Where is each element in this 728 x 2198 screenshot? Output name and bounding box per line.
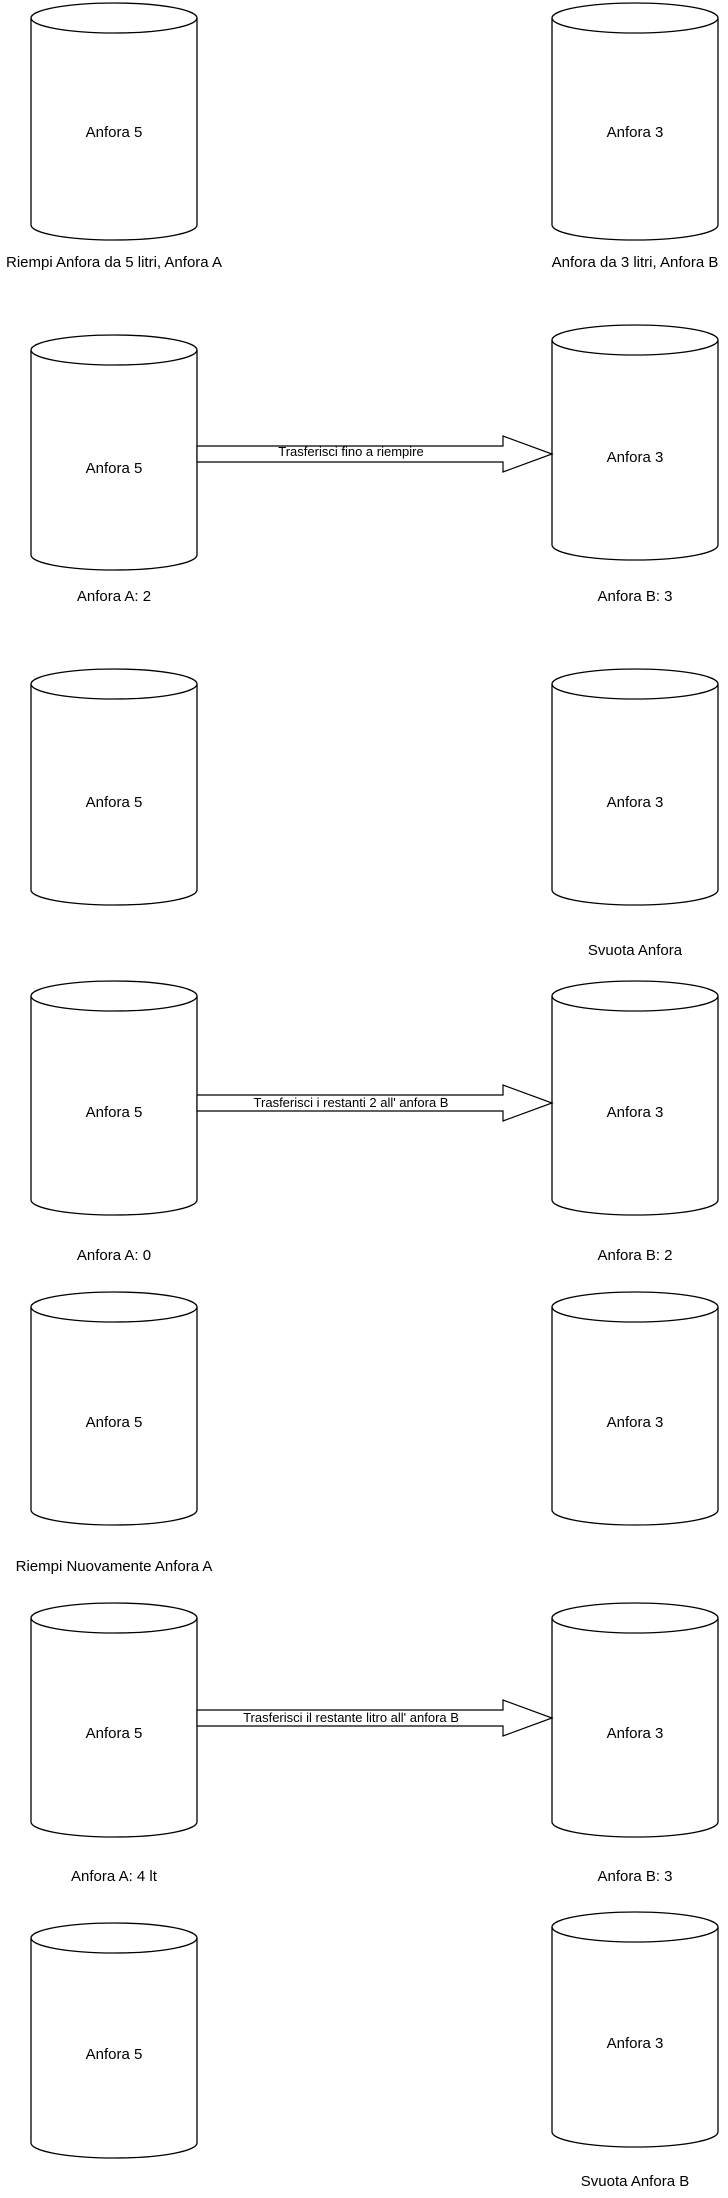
caption-jar-a: Anfora A: 0 [77,1247,151,1264]
jar-a: Anfora 5 [30,668,198,906]
jar-a: Anfora 5 [30,1922,198,2159]
caption-jar-b: Svuota Anfora [588,942,683,959]
arrow-label: Trasferisci fino a riempire [278,444,423,459]
jar-b: Anfora 3 [551,1602,719,1838]
jar-a-label: Anfora 5 [86,794,143,811]
caption-jar-a: Riempi Anfora da 5 litri, Anfora A [6,254,222,271]
jar-a: Anfora 5 [30,1291,198,1526]
caption-jar-b: Svuota Anfora B [581,2173,689,2190]
jar-a-label: Anfora 5 [86,124,143,141]
jar-a-label: Anfora 5 [86,1725,143,1742]
step-1: Anfora 5 Anfora 3 Riempi Anfora da 5 lit… [6,2,719,271]
jar-b-label: Anfora 3 [607,1725,664,1742]
transfer-arrow: Trasferisci i restanti 2 all' anfora B [196,1084,554,1122]
jar-a: Anfora 5 [30,2,198,241]
caption-jar-b: Anfora B: 2 [597,1247,672,1264]
jar-b-label: Anfora 3 [607,124,664,141]
jar-b: Anfora 3 [551,1291,719,1526]
caption-jar-b: Anfora da 3 litri, Anfora B [552,254,719,271]
step-4: Anfora 5 Anfora 3 Trasferisci i restanti… [30,980,719,1264]
jar-b: Anfora 3 [551,324,719,561]
caption-jar-b: Anfora B: 3 [597,1868,672,1885]
step-7: Anfora 5 Anfora 3 Svuota Anfora B [30,1911,719,2190]
step-3: Anfora 5 Anfora 3 Svuota Anfora [30,668,719,959]
jar-b-label: Anfora 3 [607,2035,664,2052]
jar-a-label: Anfora 5 [86,1104,143,1121]
jar-a: Anfora 5 [30,334,198,571]
caption-jar-b: Anfora B: 3 [597,588,672,605]
jar-b-label: Anfora 3 [607,449,664,466]
jar-b: Anfora 3 [551,1911,719,2148]
transfer-arrow: Trasferisci fino a riempire [196,435,554,473]
jar-b: Anfora 3 [551,668,719,906]
jar-a: Anfora 5 [30,1602,198,1838]
transfer-arrow: Trasferisci il restante litro all' anfor… [196,1699,554,1737]
caption-jar-a: Anfora A: 2 [77,588,151,605]
jar-a-label: Anfora 5 [86,460,143,477]
jar-b-label: Anfora 3 [607,1104,664,1121]
jar-b-label: Anfora 3 [607,1414,664,1431]
jar-a-label: Anfora 5 [86,1414,143,1431]
step-5: Anfora 5 Anfora 3 Riempi Nuovamente Anfo… [16,1291,719,1575]
jar-a-label: Anfora 5 [86,2046,143,2063]
caption-jar-a: Riempi Nuovamente Anfora A [16,1558,213,1575]
step-6: Anfora 5 Anfora 3 Trasferisci il restant… [30,1602,719,1885]
caption-jar-a: Anfora A: 4 lt [71,1868,158,1885]
jar-a: Anfora 5 [30,980,198,1216]
arrow-label: Trasferisci i restanti 2 all' anfora B [254,1095,449,1110]
jar-b: Anfora 3 [551,2,719,241]
jar-b: Anfora 3 [551,980,719,1216]
arrow-label: Trasferisci il restante litro all' anfor… [243,1710,459,1725]
step-2: Anfora 5 Anfora 3 Trasferisci fino a rie… [30,324,719,605]
jar-b-label: Anfora 3 [607,794,664,811]
